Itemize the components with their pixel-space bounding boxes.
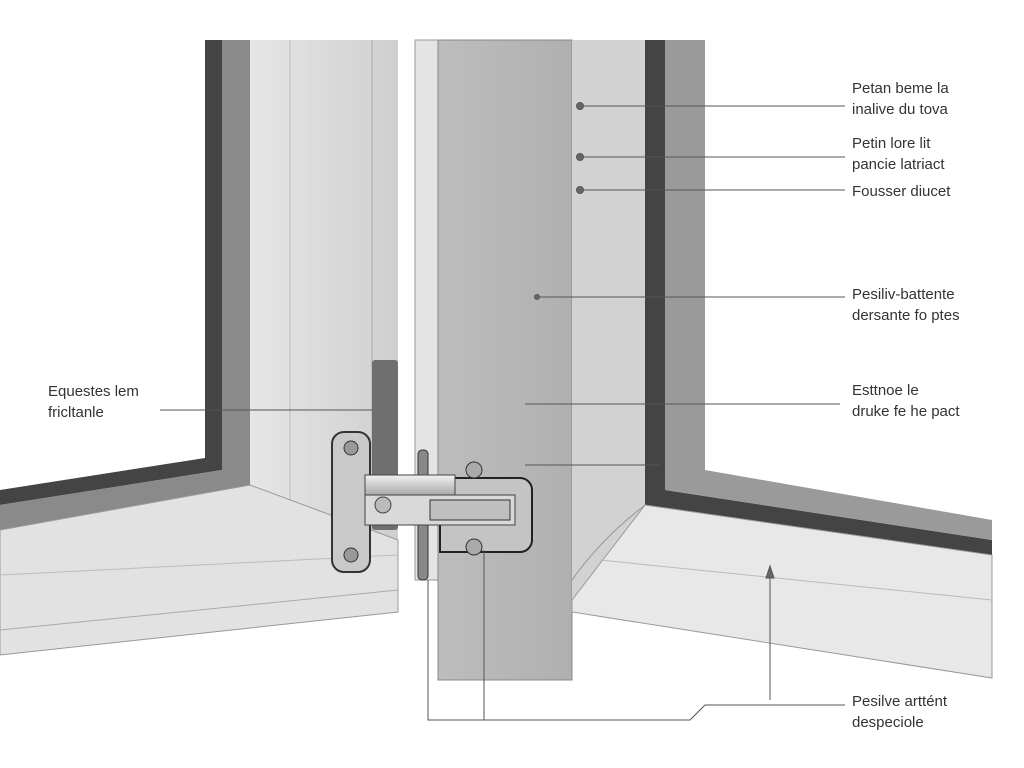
- left-sash-frame: [0, 40, 399, 656]
- callout-right-5: Esttnoe le druke fe he pact: [852, 380, 960, 422]
- label-line: Pesilve arttént: [852, 693, 948, 710]
- hinge: [331, 360, 533, 581]
- callout-bottom-1: Pesilve arttént despeciole: [852, 691, 947, 733]
- label-line: Esttnoe le: [852, 382, 919, 399]
- label-line: Pesiliv-battente: [852, 286, 955, 303]
- label-line: despeciole: [852, 714, 924, 731]
- leader-lines: [160, 102, 845, 721]
- label-line: Equestes lem: [48, 383, 139, 400]
- label-line: pancie latriact: [852, 156, 945, 173]
- label-line: Petin lore lit: [852, 135, 931, 152]
- right-sash-frame: [571, 40, 993, 679]
- label-line: inalive du tova: [852, 101, 948, 118]
- label-line: Fousser diucet: [852, 183, 951, 200]
- callout-right-2: Petin lore lit pancie latriact: [852, 133, 945, 175]
- callout-right-1: Petan beme la inalive du tova: [852, 78, 949, 120]
- callout-right-3: Fousser diucet: [852, 181, 950, 202]
- callout-left-1: Equestes lem fricltanle: [48, 381, 139, 423]
- center-mullion: [414, 39, 646, 681]
- label-line: dersante fo ptes: [852, 307, 960, 324]
- callout-right-4: Pesiliv-battente dersante fo ptes: [852, 284, 960, 326]
- label-line: Petan beme la: [852, 80, 949, 97]
- label-line: druke fe he pact: [852, 403, 960, 420]
- label-line: fricltanle: [48, 404, 104, 421]
